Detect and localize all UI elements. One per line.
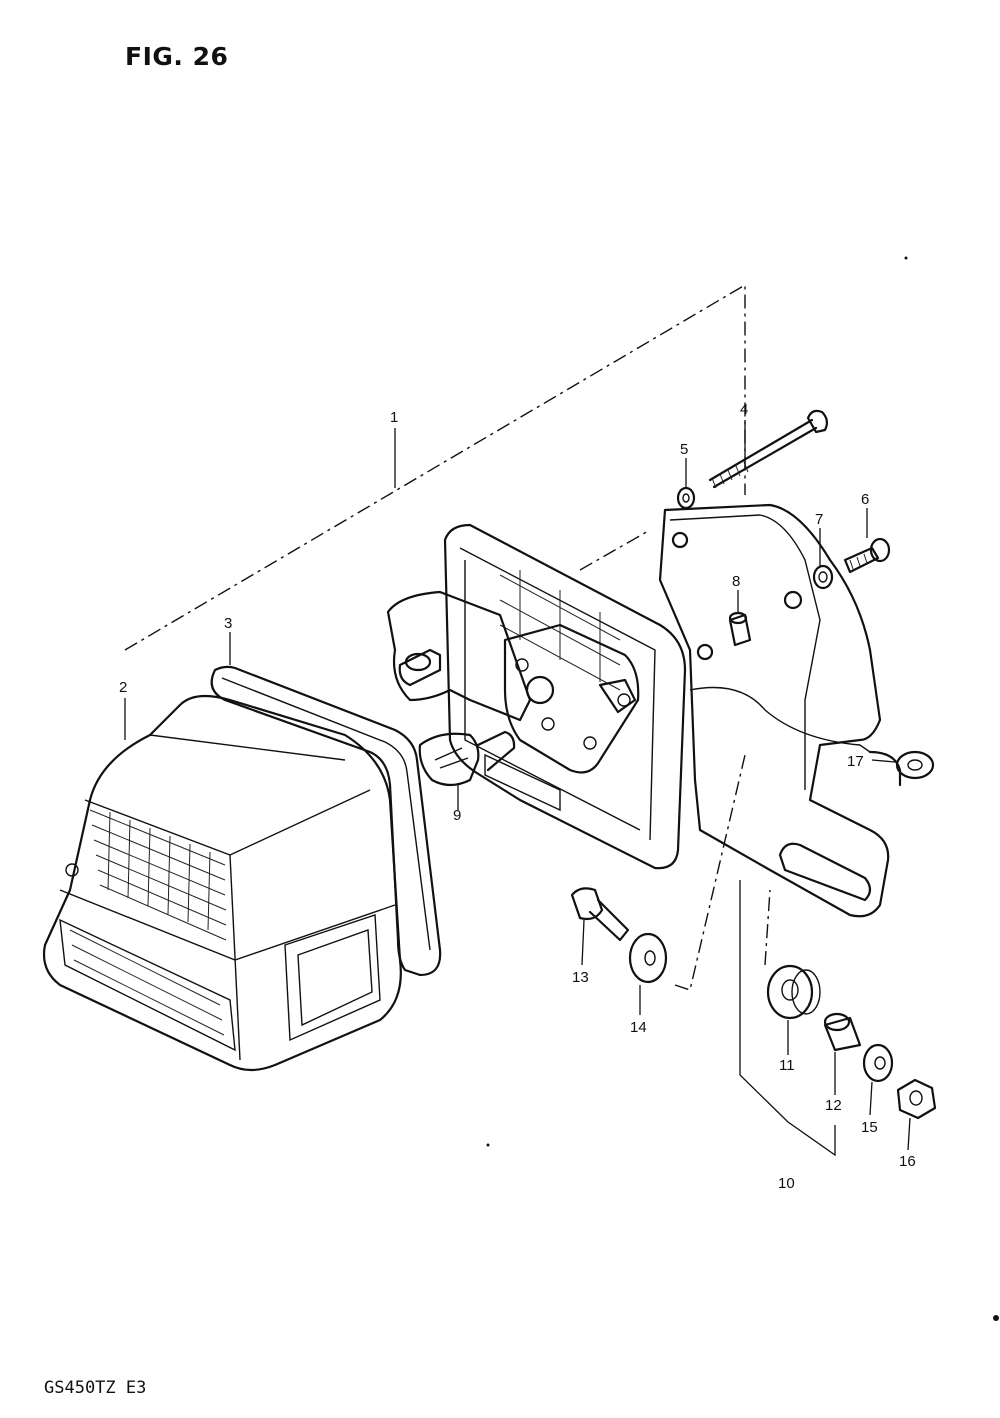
part-washer-5 — [676, 486, 696, 510]
assembly-bracket-1 — [124, 283, 746, 651]
callout-9: 9 — [453, 807, 461, 824]
part-gasket — [210, 665, 442, 977]
part-base-housing — [443, 523, 687, 870]
model-code: GS450TZ E3 — [44, 1378, 147, 1398]
callout-12: 12 — [825, 1097, 842, 1114]
callout-14: 14 — [630, 1019, 647, 1036]
part-washer-15 — [862, 1043, 894, 1083]
callout-7: 7 — [815, 511, 823, 528]
callout-6: 6 — [861, 491, 869, 508]
part-bulb — [418, 730, 516, 787]
part-grommet-17 — [895, 750, 935, 780]
part-grommet-11 — [766, 964, 821, 1020]
part-screw-6 — [843, 537, 891, 574]
callout-2: 2 — [119, 679, 127, 696]
part-lens — [42, 694, 402, 1072]
callout-1: 1 — [390, 409, 398, 426]
part-mounting-bracket — [658, 503, 902, 918]
callout-11: 11 — [779, 1057, 795, 1074]
part-washer-14 — [628, 932, 668, 984]
callout-3: 3 — [224, 615, 232, 632]
scan-specks — [486, 256, 999, 1321]
callout-8: 8 — [732, 573, 740, 590]
part-spacer-8 — [728, 611, 752, 647]
callout-17: 17 — [847, 753, 864, 770]
part-long-screw — [708, 409, 829, 489]
callout-13: 13 — [572, 969, 589, 986]
leader-lines — [124, 420, 911, 1157]
part-reflector-plate — [386, 590, 640, 774]
callout-16: 16 — [899, 1153, 916, 1170]
part-lock-washer-7 — [812, 564, 834, 590]
callout-15: 15 — [861, 1119, 878, 1136]
callout-4: 4 — [740, 401, 748, 418]
callout-5: 5 — [680, 441, 688, 458]
part-nut-16 — [896, 1078, 937, 1120]
callout-10: 10 — [778, 1175, 795, 1192]
figure-title: FIG. 26 — [125, 42, 229, 71]
callout-labels: 1 2 3 4 5 6 7 8 9 10 11 12 13 14 15 16 1… — [119, 401, 916, 1192]
part-collar-12 — [823, 1012, 862, 1052]
part-bolt-13 — [570, 887, 630, 942]
